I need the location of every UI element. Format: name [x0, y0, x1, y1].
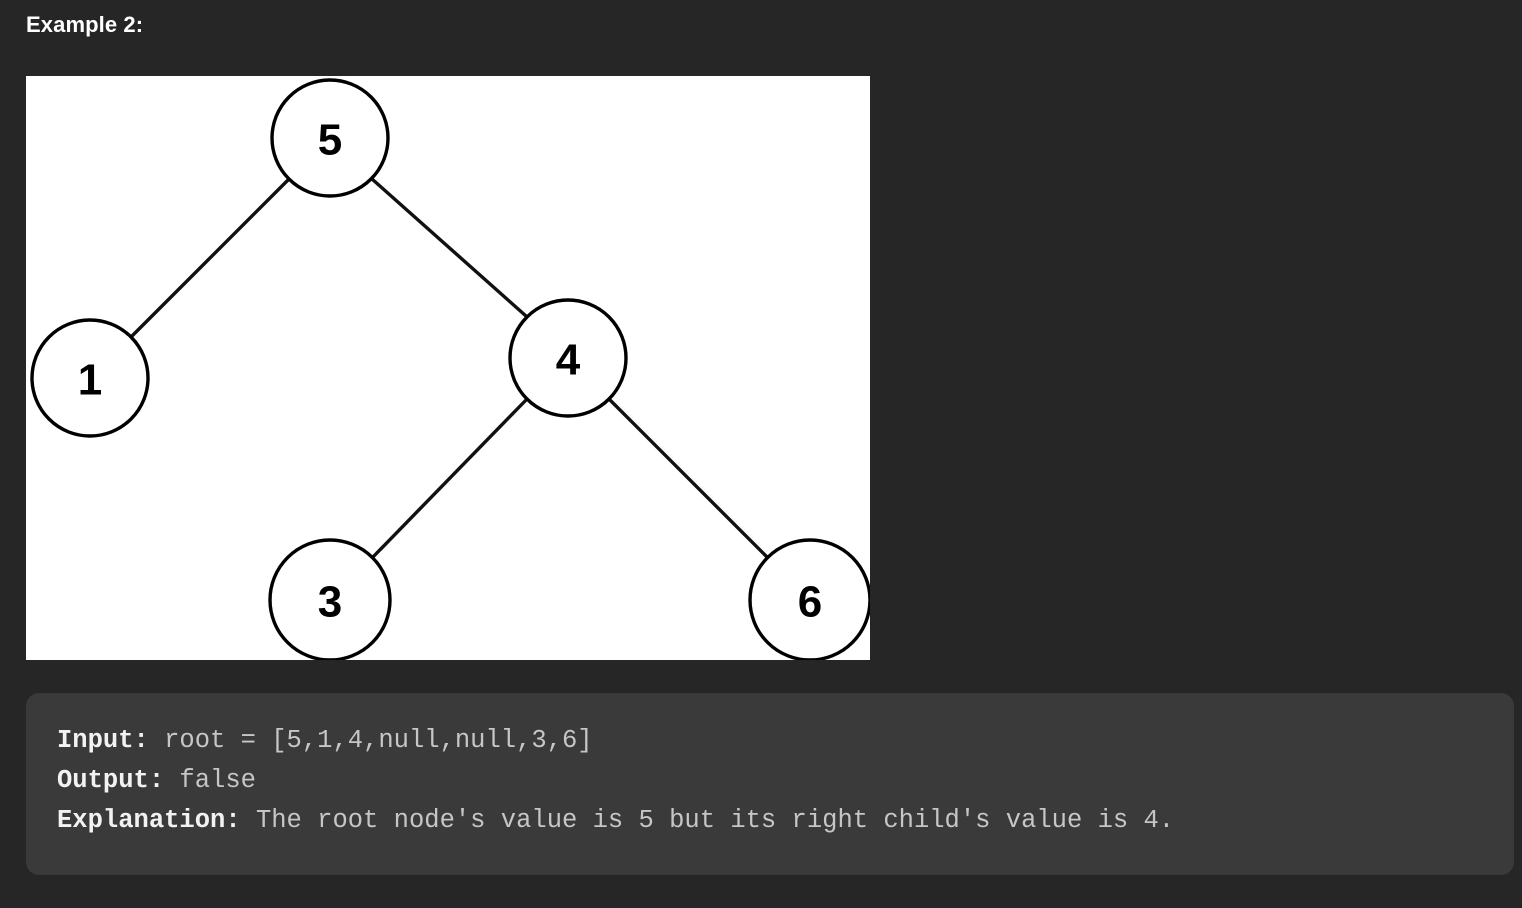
- code-line-explanation: Explanation: The root node's value is 5 …: [57, 801, 1484, 841]
- output-label: Output:: [57, 766, 165, 795]
- node-label-4: 4: [556, 336, 581, 385]
- tree-node-5: 5: [270, 78, 390, 198]
- edge-5-4: [370, 177, 528, 318]
- example-code-block: Input: root = [5,1,4,null,null,3,6] Outp…: [26, 693, 1514, 875]
- tree-node-3: 3: [268, 538, 392, 660]
- binary-tree-figure: 5 1 4 3 6: [26, 76, 870, 660]
- tree-nodes: 5 1 4 3 6: [30, 78, 870, 660]
- edge-4-3: [370, 397, 529, 560]
- node-circle-1: [30, 318, 150, 438]
- edge-4-6: [607, 397, 770, 560]
- node-circle-5: [270, 78, 390, 198]
- tree-edges: [129, 177, 770, 560]
- node-label-5: 5: [318, 116, 342, 165]
- input-label: Input:: [57, 726, 149, 755]
- node-label-3: 3: [318, 578, 342, 627]
- page-title: Example 2:: [26, 12, 144, 37]
- code-line-input: Input: root = [5,1,4,null,null,3,6]: [57, 721, 1484, 761]
- explanation-label: Explanation:: [57, 806, 241, 835]
- edge-5-1: [129, 177, 291, 339]
- explanation-value: The root node's value is 5 but its right…: [240, 806, 1175, 835]
- tree-node-6: 6: [748, 538, 870, 660]
- input-value: root = [5,1,4,null,null,3,6]: [148, 726, 593, 755]
- output-value: false: [164, 766, 256, 795]
- node-label-6: 6: [798, 578, 822, 627]
- code-line-output: Output: false: [57, 761, 1484, 801]
- node-circle-4: [508, 298, 628, 418]
- tree-node-4: 4: [508, 298, 628, 418]
- node-circle-3: [268, 538, 392, 660]
- node-label-1: 1: [78, 356, 102, 405]
- tree-node-1: 1: [30, 318, 150, 438]
- node-circle-6: [748, 538, 870, 660]
